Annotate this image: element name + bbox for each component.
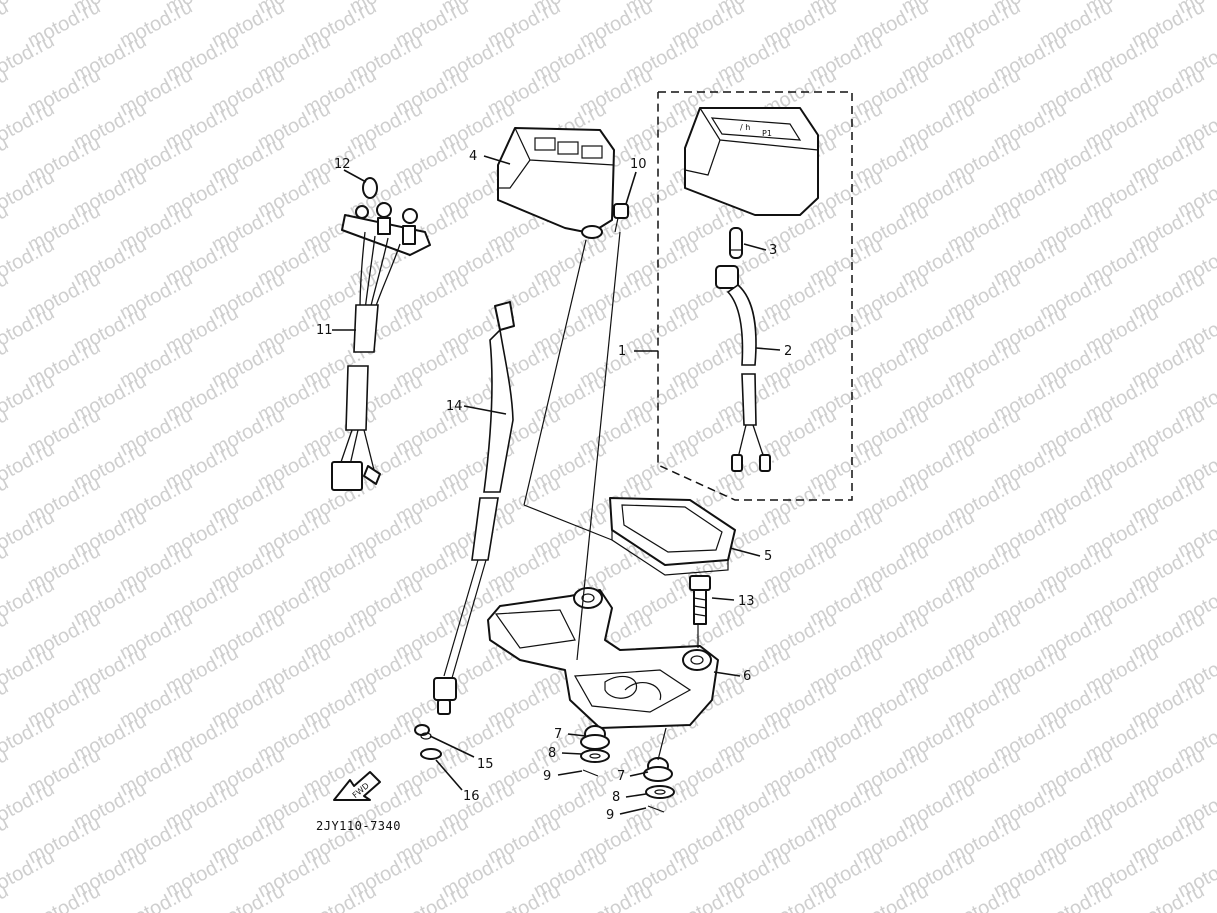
gasket-5 xyxy=(609,497,736,576)
callout-7a: 7 xyxy=(554,727,562,742)
callout-labels: 1 2 3 4 5 6 7 7 8 8 9 9 10 11 12 13 14 1… xyxy=(316,149,792,823)
watermark-text: motod.ru xyxy=(668,880,748,913)
callout-1: 1 xyxy=(618,344,626,359)
watermark-text: motod.ru xyxy=(484,880,564,913)
watermark-text: motod.ru xyxy=(852,880,932,913)
callout-2: 2 xyxy=(784,344,792,359)
svg-text:P1: P1 xyxy=(762,129,772,138)
watermark-text: motod.ru xyxy=(1128,880,1208,913)
watermark-text: motod.ru xyxy=(24,880,104,913)
callout-8b: 8 xyxy=(612,790,620,805)
bulb-3 xyxy=(729,227,743,259)
svg-text:/ h: / h xyxy=(740,123,750,132)
callout-5: 5 xyxy=(764,549,772,564)
meter-cover-4 xyxy=(497,127,615,239)
callout-13: 13 xyxy=(738,594,755,609)
watermark-text: motod.ru xyxy=(1036,880,1116,913)
bolt-13 xyxy=(689,575,711,625)
watermark-text: motod.ru xyxy=(392,880,472,913)
callout-12: 12 xyxy=(334,157,351,172)
watermark-text: motod.ru xyxy=(576,880,656,913)
fwd-arrow: FWD xyxy=(333,771,381,801)
socket-cord-2 xyxy=(715,265,771,472)
grommet-set-a xyxy=(580,725,610,777)
callout-9a: 9 xyxy=(543,769,551,784)
meter-assembly-group: / h P1 xyxy=(657,91,853,501)
screw-10 xyxy=(613,203,629,233)
callout-14: 14 xyxy=(446,399,463,414)
bulb-holder-harness xyxy=(331,177,431,491)
assembly-outline xyxy=(657,91,853,501)
callout-16: 16 xyxy=(463,789,480,804)
callout-9b: 9 xyxy=(606,808,614,823)
meter-cable-14 xyxy=(433,301,515,715)
clip-15 xyxy=(414,724,432,740)
o-ring-16 xyxy=(420,748,442,760)
callout-4: 4 xyxy=(469,149,477,164)
watermark-text: motod.ru xyxy=(0,0,12,52)
watermark-text: motod.ru xyxy=(208,880,288,913)
grommet-set-b xyxy=(643,757,675,813)
callout-15: 15 xyxy=(477,757,494,772)
diagram-code: 2JY110-7340 xyxy=(316,819,401,833)
callout-11: 11 xyxy=(316,323,333,338)
callout-6: 6 xyxy=(743,669,751,684)
callout-leaders xyxy=(332,155,781,815)
callout-7b: 7 xyxy=(617,769,625,784)
alignment-lines xyxy=(523,231,699,761)
bracket-6 xyxy=(487,587,719,729)
watermark-text: motod.ru xyxy=(760,880,840,913)
callout-8a: 8 xyxy=(548,746,556,761)
watermark-text: motod.ru xyxy=(944,880,1024,913)
callout-3: 3 xyxy=(769,243,777,258)
watermark-text: motod.ru xyxy=(116,880,196,913)
meter-housing: / h P1 xyxy=(684,107,819,216)
callout-10: 10 xyxy=(630,157,647,172)
watermark-text: motod.ru xyxy=(300,880,380,913)
